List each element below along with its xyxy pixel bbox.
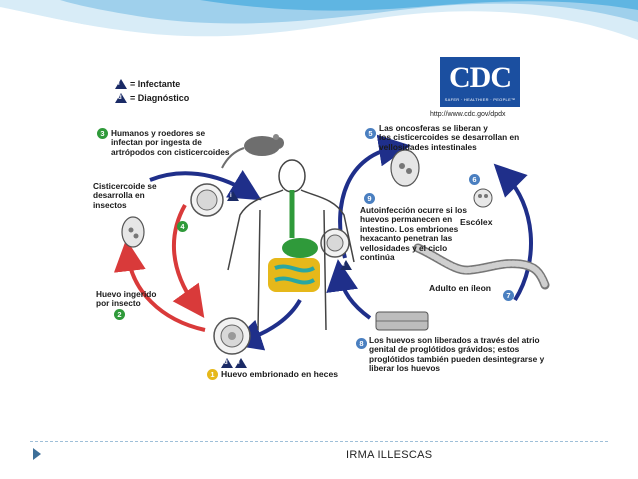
egg-autoinfection [320, 228, 350, 258]
step-8-badge: 8 [356, 338, 367, 349]
scolex [473, 188, 493, 208]
footer-divider [30, 441, 608, 442]
step-8-label: Los huevos son liberados a través del at… [369, 335, 545, 374]
step-7-label: Adulto en íleon [429, 283, 492, 293]
step-4-infective-marker: i [227, 191, 239, 201]
step-7-badge: 7 [503, 290, 514, 301]
step-9-infective-marker: i [340, 260, 352, 270]
egg-cysticercoid-insect [190, 183, 224, 217]
cdc-logo-text: CDC [449, 61, 512, 94]
step-4-badge: 4 [177, 221, 188, 232]
cdc-url: http://www.cdc.gov/dpdx [430, 111, 506, 118]
legend-diagnostico: = Diagnóstico [130, 93, 190, 103]
header-wave-decoration [0, 0, 638, 40]
cysticercoid-insect [121, 216, 145, 248]
arrow-insect-to-cysticercoid [171, 204, 205, 319]
diagnostic-stage-icon: d [115, 93, 127, 103]
arrow-proglottid-return [326, 259, 372, 320]
step-9-badge: 9 [364, 193, 375, 204]
egg-embryonated [213, 317, 251, 355]
cysticercoid-villi [390, 149, 420, 187]
step-6-badge: 6 [469, 174, 480, 185]
arrow-cysticercoid-to-human [149, 170, 262, 201]
rat [221, 134, 284, 169]
step-2-badge: 2 [114, 309, 125, 320]
step-1-diagnostic-marker: d [221, 358, 233, 368]
cdc-logo [440, 57, 520, 107]
step-1-infective-marker: i [235, 358, 247, 368]
step-1-label: Huevo embrionado en heces [221, 369, 339, 379]
step-6-label: Escólex [460, 217, 493, 227]
arrow-right-cycle [493, 163, 533, 302]
arrow-human-to-egg [229, 298, 302, 351]
cdc-tagline: SAFER · HEALTHIER · PEOPLE™ [444, 97, 516, 102]
step-3-badge: 3 [97, 128, 108, 139]
step-5-badge: 5 [365, 128, 376, 139]
infective-stage-icon: i [115, 79, 127, 89]
footer-arrow-icon [33, 448, 41, 460]
human-figure [227, 159, 355, 331]
footer-author: IRMA ILLESCAS [346, 449, 433, 461]
legend-infectante: = Infectante [130, 79, 181, 89]
arrow-egg-to-insect [113, 239, 206, 332]
step-1-badge: 1 [207, 369, 218, 380]
